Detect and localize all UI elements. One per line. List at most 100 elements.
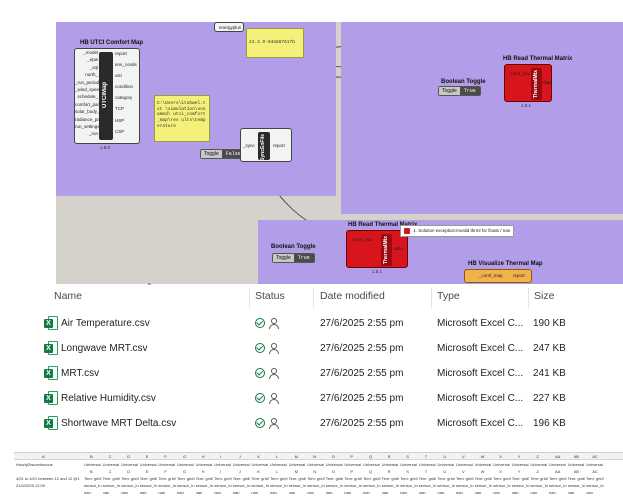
sync-input[interactable]: _sync: [243, 143, 255, 148]
excel-cell[interactable]: Universal: [549, 462, 566, 467]
excel-cell[interactable]: Tem: grid!: [139, 476, 158, 481]
excel-cell[interactable]: nan: [586, 490, 593, 495]
energyplus-component[interactable]: energyplus: [214, 22, 244, 32]
utci-input[interactable]: schedule_: [77, 94, 98, 100]
excel-column-header[interactable]: U: [443, 454, 447, 459]
utci-output[interactable]: TCP: [115, 106, 124, 112]
excel-cell[interactable]: nan: [549, 490, 556, 495]
excel-cell[interactable]: Universal: [344, 462, 362, 467]
excel-column-header[interactable]: AA: [555, 454, 561, 459]
excel-cell[interactable]: Tem: grid!: [270, 476, 288, 481]
excel-cell[interactable]: nan: [381, 490, 389, 495]
excel-cell[interactable]: W: [480, 469, 485, 474]
excel-cell[interactable]: M: [294, 469, 298, 474]
excel-cell[interactable]: sensor_In: [567, 483, 586, 488]
excel-cell[interactable]: Tem: grid!: [493, 476, 511, 481]
excel-cell[interactable]: B: [90, 469, 93, 474]
excel-cell[interactable]: sensor_In: [437, 483, 455, 488]
excel-cell[interactable]: Universal: [307, 462, 324, 467]
excel-cell[interactable]: AA: [555, 469, 561, 474]
excel-cell[interactable]: Tem: grid!: [511, 476, 530, 481]
excel-cell[interactable]: O: [331, 469, 335, 474]
excel-cell[interactable]: Universal: [418, 462, 436, 467]
excel-column-header[interactable]: P: [350, 454, 354, 459]
excel-cell[interactable]: Tem: grid!: [363, 476, 381, 481]
excel-cell[interactable]: nan: [139, 490, 147, 495]
excel-column-header[interactable]: V: [462, 454, 465, 459]
false-toggle[interactable]: Toggle False: [200, 149, 246, 159]
excel-cell[interactable]: nan: [307, 490, 314, 495]
excel-cell[interactable]: Tem: grid!: [177, 476, 195, 481]
excel-cell[interactable]: sensor_In: [139, 483, 158, 488]
excel-column-header[interactable]: K: [257, 454, 261, 459]
excel-cell[interactable]: L: [276, 469, 279, 474]
excel-cell[interactable]: C: [108, 469, 112, 474]
utci-input[interactable]: radiance_par: [75, 116, 102, 122]
excel-column-header[interactable]: B: [90, 454, 93, 459]
column-header-status[interactable]: Status: [255, 290, 285, 302]
excel-cell[interactable]: sensor_In: [102, 483, 121, 488]
version-panel[interactable]: 24.2.0-94a887617b: [246, 28, 304, 58]
excel-cell[interactable]: sensor_In: [456, 483, 474, 488]
sync-component[interactable]: _sync SyncEnFile report: [240, 128, 292, 162]
excel-column-header[interactable]: W: [480, 454, 485, 459]
excel-cell[interactable]: E: [145, 469, 149, 474]
excel-cell[interactable]: Universal: [121, 462, 138, 467]
excel-cell[interactable]: 4/21 to 4/21 between 12 and 12 @1: [16, 476, 80, 481]
utci-input[interactable]: _model: [83, 50, 98, 55]
excel-cell[interactable]: sensor_In: [400, 483, 418, 488]
excel-cell[interactable]: nan: [270, 490, 277, 495]
excel-cell[interactable]: Universal: [456, 462, 473, 467]
excel-column-header[interactable]: S: [406, 454, 409, 459]
excel-cell[interactable]: Tem: grid!: [474, 476, 493, 481]
utci-input[interactable]: run_settings_: [75, 123, 103, 129]
path-panel[interactable]: C:\Users\ituhwel.txt \simulation\unnamed…: [154, 95, 210, 142]
excel-cell[interactable]: Tem: grid!: [400, 476, 418, 481]
excel-column-header[interactable]: R: [387, 454, 391, 459]
excel-column-header[interactable]: AB: [573, 454, 579, 459]
boolean-toggle-top[interactable]: Toggle True: [438, 86, 481, 96]
excel-cell[interactable]: nan: [363, 490, 370, 495]
excel-cell[interactable]: Tem: grid!: [121, 476, 139, 481]
excel-cell[interactable]: Tem: grid!: [84, 476, 102, 481]
excel-cell[interactable]: nan: [493, 490, 500, 495]
utci-output[interactable]: category: [115, 95, 133, 101]
excel-cell[interactable]: nan: [158, 490, 166, 495]
excel-cell[interactable]: sensor_In: [121, 483, 139, 488]
utci-input[interactable]: _sql: [89, 64, 98, 70]
excel-cell[interactable]: nan: [437, 490, 445, 495]
excel-cell[interactable]: AC: [592, 469, 598, 474]
excel-cell[interactable]: Tem: grid!: [530, 476, 548, 481]
excel-cell[interactable]: sensor_In: [586, 483, 604, 488]
excel-cell[interactable]: T: [424, 469, 428, 474]
excel-cell[interactable]: sensor_In: [381, 483, 400, 488]
excel-cell[interactable]: nan: [511, 490, 519, 495]
excel-column-header[interactable]: C: [108, 454, 112, 459]
excel-cell[interactable]: Z: [536, 469, 539, 474]
utci-input[interactable]: _run: [88, 131, 98, 137]
excel-cell[interactable]: U: [443, 469, 447, 474]
excel-cell[interactable]: Tem: grid!: [325, 476, 344, 481]
excel-cell[interactable]: Tem: grid!: [102, 476, 121, 481]
read-thermal-top-input[interactable]: _comf_mtx: [508, 71, 531, 76]
excel-cell[interactable]: Tem: grid!: [307, 476, 325, 481]
excel-cell[interactable]: nan: [195, 490, 203, 495]
excel-cell[interactable]: R: [387, 469, 391, 474]
read-thermal-bottom-component[interactable]: _comf_mtx ThermalMtx data: [346, 230, 408, 268]
excel-cell[interactable]: sensor_In: [84, 483, 102, 488]
excel-cell[interactable]: Tem: grid!: [381, 476, 400, 481]
excel-cell[interactable]: Universal: [493, 462, 510, 467]
excel-cell[interactable]: Universal: [177, 462, 194, 467]
excel-cell[interactable]: nan: [344, 490, 352, 495]
excel-cell[interactable]: S: [406, 469, 409, 474]
visualize-component[interactable]: _comf_map report: [464, 269, 532, 283]
column-header-date[interactable]: Date modified: [320, 290, 385, 302]
excel-column-header[interactable]: N: [313, 454, 317, 459]
column-divider[interactable]: [431, 288, 432, 308]
excel-cell[interactable]: K: [257, 469, 261, 474]
utci-input[interactable]: comfort_par: [75, 101, 100, 107]
excel-cell[interactable]: sensor_In: [251, 483, 269, 488]
read-thermal-top-component[interactable]: _comf_mtx ThermalMtx data: [504, 64, 552, 102]
excel-cell[interactable]: sensor_In: [214, 483, 232, 488]
excel-column-header[interactable]: X: [499, 454, 502, 459]
